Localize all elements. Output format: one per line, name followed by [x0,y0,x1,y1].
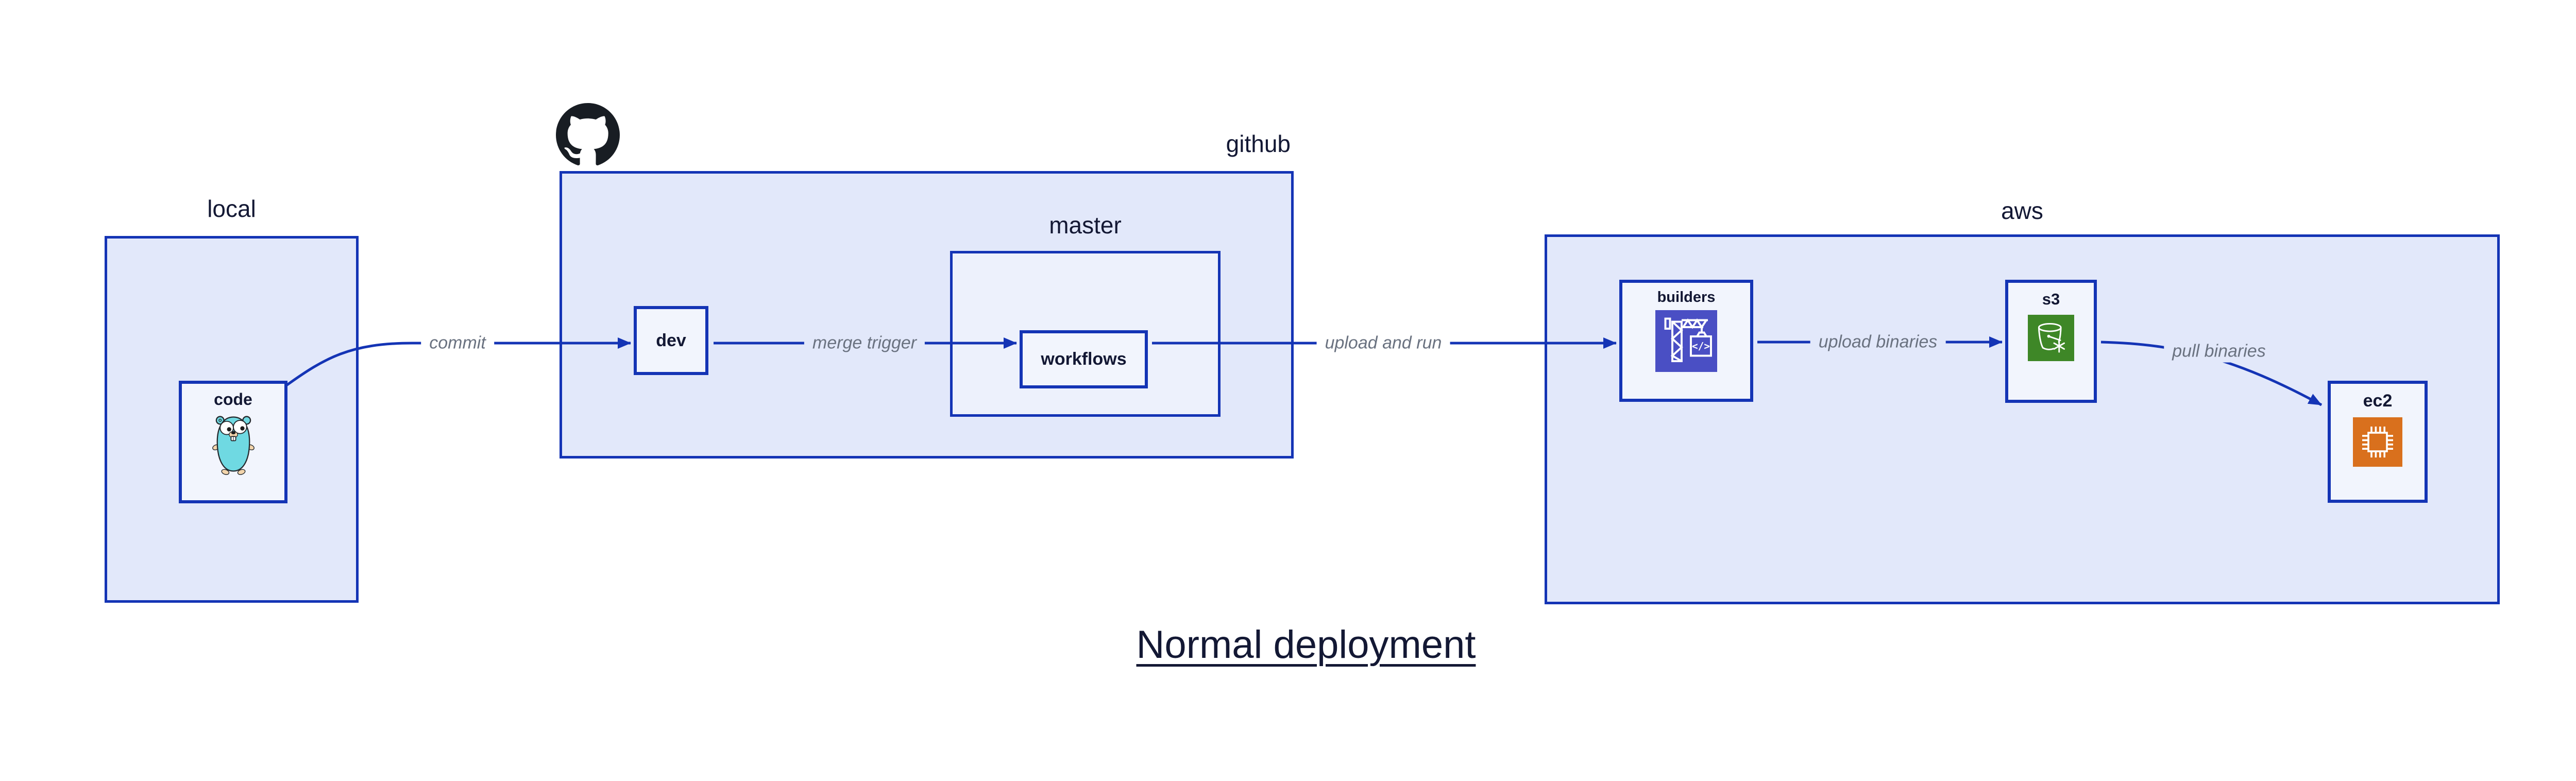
aws-group-label: aws [2001,197,2043,224]
node-s3: s3 [2005,280,2097,403]
go-gopher-icon [212,416,255,475]
edge-pull-binaries-label: pull binaries [2164,340,2274,363]
node-dev-label: dev [656,330,686,350]
master-group-label: master [1049,212,1122,239]
aws-codebuild-icon: </> [1655,310,1717,372]
node-builders-label: builders [1657,289,1716,305]
diagram-title: Normal deployment [1136,623,1476,667]
github-group-label: github [1226,130,1291,157]
node-builders: builders </> [1619,280,1753,402]
node-code-label: code [214,390,252,409]
github-octocat-icon [556,103,620,165]
node-dev: dev [634,306,708,375]
aws-ec2-icon [2353,417,2402,467]
node-ec2: ec2 [2328,381,2428,503]
edge-merge-trigger-label: merge trigger [804,332,925,354]
node-s3-label: s3 [2042,290,2060,308]
node-code: code [179,381,287,503]
node-workflows-label: workflows [1041,349,1127,369]
node-ec2-label: ec2 [2363,391,2393,411]
aws-s3-glacier-icon [2028,315,2074,361]
edge-commit-label: commit [421,332,494,354]
edge-upload-and-run-label: upload and run [1316,332,1450,354]
edge-upload-binaries-label: upload binaries [1810,331,1946,353]
node-workflows: workflows [1020,330,1148,388]
local-group-label: local [207,195,256,222]
codebuild-code-glyph: </> [1692,341,1710,352]
